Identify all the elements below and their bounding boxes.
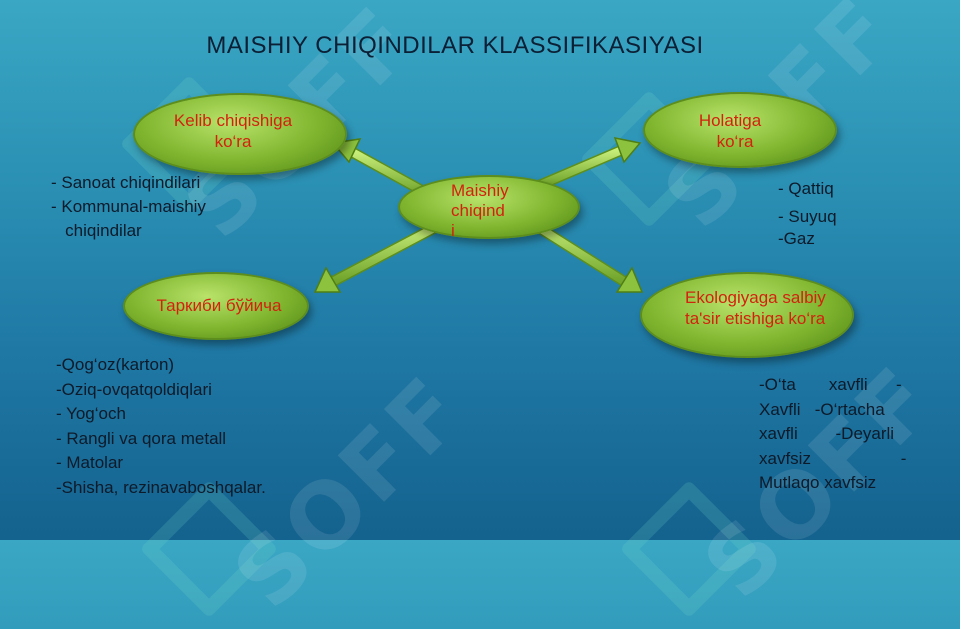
list-origin: - Sanoat chiqindilari - Kommunal-maishiy… xyxy=(51,171,206,243)
node-center-line3: i xyxy=(451,221,455,240)
list-item: xavfli -Deyarli xyxy=(759,424,895,443)
arrow-bottom-right xyxy=(527,217,644,293)
node-origin-label: Kelib chiqishiga ko‘ra xyxy=(133,110,333,152)
node-ecology xyxy=(640,272,854,358)
list-item: Mutlaqo xavfsiz xyxy=(759,473,877,492)
node-center-line1: Maishiy xyxy=(451,181,509,200)
list-item: -Gaz xyxy=(778,229,815,248)
node-origin xyxy=(133,93,347,175)
list-ecology: -O‘ta xavfli - Xavfli -O‘rtacha xavfli -… xyxy=(759,373,909,496)
node-center xyxy=(398,175,580,239)
node-composition-line1: Таркиби бўйича xyxy=(156,296,282,315)
node-ecology-line2: ta'sir etishiga ko‘ra xyxy=(685,309,826,328)
list-composition: -Qog‘oz(karton) -Oziq-ovqatqoldiqlari - … xyxy=(56,353,266,500)
node-ecology-label: Ekologiyaga salbiy ta'sir etishiga ko‘ra xyxy=(685,287,855,329)
list-item: - Kommunal-maishiy xyxy=(51,197,206,216)
list-state: - Qattiq - Suyuq -Gaz xyxy=(778,176,837,252)
list-item: -O‘ta xavfli - xyxy=(759,375,902,394)
list-item: - Matolar xyxy=(56,453,124,472)
node-state-line2: ko‘ra xyxy=(716,132,754,151)
list-item: Xavfli -O‘rtacha xyxy=(759,399,885,419)
list-item: -Qog‘oz(karton) xyxy=(56,355,175,374)
node-center-label: Maishiy chiqind i xyxy=(451,181,531,241)
list-item: - Sanoat chiqindilari xyxy=(51,173,201,192)
node-ecology-line1: Ekologiyaga salbiy xyxy=(685,288,826,307)
list-item: - Qattiq xyxy=(778,179,834,198)
list-item: - Yog‘och xyxy=(56,404,126,423)
node-composition xyxy=(123,272,309,340)
node-state-line1: Holatiga xyxy=(698,111,762,130)
list-item: - Suyuq xyxy=(778,207,837,226)
arrow-bottom-left xyxy=(313,220,443,293)
node-state-label: Holatiga ko‘ra xyxy=(650,110,830,152)
page-title: MAISHIY CHIQINDILAR KLASSIFIKASIYASI xyxy=(206,32,704,59)
node-state xyxy=(643,92,837,168)
list-item: chiqindilar xyxy=(51,221,142,240)
list-item: -Shisha, rezinavaboshqalar. xyxy=(56,477,266,497)
list-item: xavfsiz - xyxy=(759,448,907,468)
list-item: -Oziq-ovqatqoldiqlari xyxy=(56,379,212,399)
node-center-line2: chiqind xyxy=(451,201,505,220)
arrow-top-right xyxy=(537,136,642,191)
list-item: - Rangli va qora metall xyxy=(56,428,227,448)
node-composition-label: Таркиби бўйича xyxy=(123,295,315,316)
arrow-top-left xyxy=(331,138,433,200)
node-origin-line1: Kelib chiqishiga xyxy=(173,111,293,130)
connector-arrows xyxy=(313,136,644,293)
node-origin-line2: ko‘ra xyxy=(214,132,252,151)
